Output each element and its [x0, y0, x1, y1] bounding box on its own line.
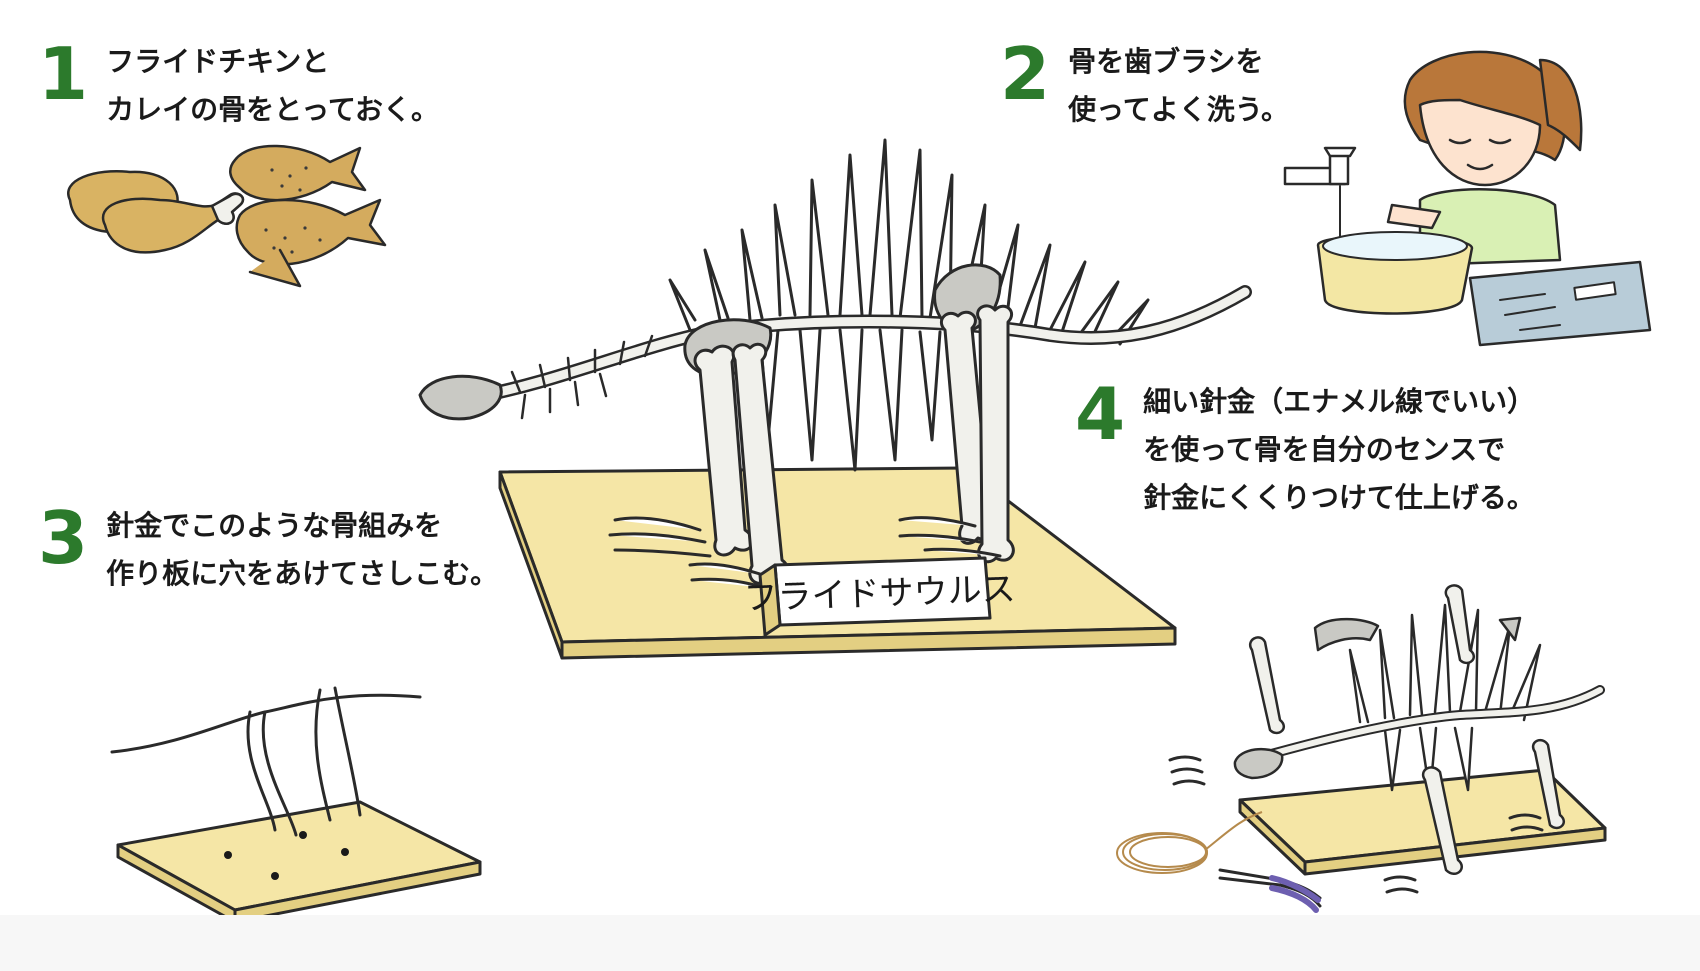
- step-1-number: 1: [38, 32, 89, 116]
- step-3: 3 針金でこのような骨組みを 作り板に穴をあけてさしこむ。: [38, 502, 498, 598]
- step-1-line-1: フライドチキンと: [106, 45, 330, 78]
- name-plate: [758, 556, 992, 637]
- flatfish-icon: [229, 144, 387, 288]
- step-3-line-2: 作り板に穴をあけてさしこむ。: [106, 557, 499, 590]
- wash-bowl: [1316, 231, 1474, 315]
- step-2-line-1: 骨を歯ブラシを: [1068, 45, 1264, 78]
- step-2: 2 骨を歯ブラシを 使ってよく洗う。: [1000, 38, 1289, 134]
- step-4-line-1: 細い針金（エナメル線でいい）: [1143, 385, 1536, 418]
- step-1-line-2: カレイの骨をとっておく。: [106, 93, 440, 126]
- girl-brushing-icon: [1386, 50, 1583, 267]
- step-1: 1 フライドチキンと カレイの骨をとっておく。: [38, 38, 439, 134]
- step-2-text: 骨を歯ブラシを 使ってよく洗う。: [1068, 38, 1289, 134]
- step-2-number: 2: [1000, 32, 1051, 116]
- step-2-line-2: 使ってよく洗う。: [1068, 93, 1290, 126]
- step-4: 4 細い針金（エナメル線でいい） を使って骨を自分のセンスで 針金にくくりつけて…: [1075, 378, 1535, 522]
- step-3-number: 3: [38, 496, 89, 580]
- bottom-band: [0, 915, 1700, 971]
- name-plate-label: フライドサウルス: [743, 569, 1016, 618]
- pliers-icon: [1218, 868, 1322, 913]
- step-4-line-3: 針金にくくりつけて仕上げる。: [1143, 481, 1535, 514]
- step-4-text: 細い針金（エナメル線でいい） を使って骨を自分のセンスで 針金にくくりつけて仕上…: [1143, 378, 1535, 522]
- bone-tray: [1468, 260, 1652, 347]
- assembly-board: [1238, 768, 1607, 876]
- center-dinosaur-skeleton: [418, 138, 1252, 590]
- faucet-icon: [1283, 146, 1357, 261]
- assembly-skeleton: [1116, 584, 1605, 894]
- wire-frame: [110, 686, 482, 924]
- fried-chicken-icon: [67, 170, 245, 254]
- step-3-line-1: 針金でこのような骨組みを: [106, 509, 443, 542]
- step-4-line-2: を使って骨を自分のセンスで: [1143, 433, 1506, 466]
- step-1-text: フライドチキンと カレイの骨をとっておく。: [106, 38, 439, 134]
- step-3-text: 針金でこのような骨組みを 作り板に穴をあけてさしこむ。: [106, 502, 498, 598]
- step-4-number: 4: [1075, 372, 1126, 456]
